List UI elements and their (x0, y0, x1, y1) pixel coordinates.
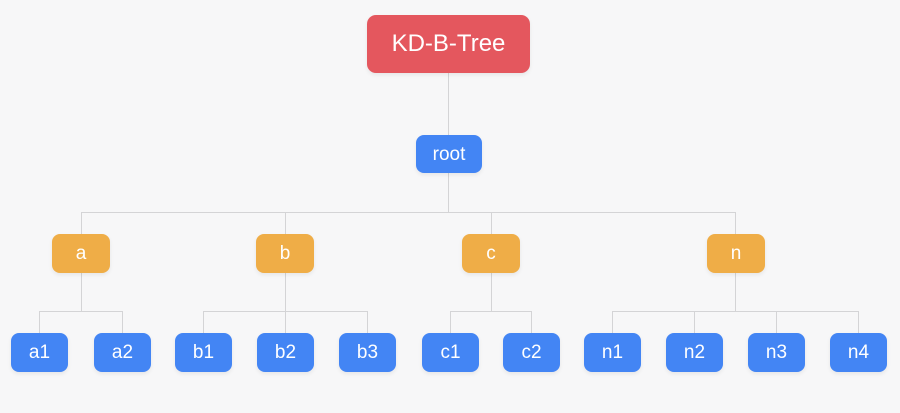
connector-drop-b2 (285, 311, 286, 333)
connector-c-rail (450, 311, 532, 312)
connector-root-stem (448, 173, 449, 212)
connector-drop-n4 (858, 311, 859, 333)
node-leaf-c1: c1 (422, 333, 479, 372)
node-c: c (462, 234, 520, 273)
connector-drop-a1 (39, 311, 40, 333)
node-leaf-c2: c2 (503, 333, 560, 372)
connector-drop-a (81, 212, 82, 234)
node-leaf-n2: n2 (666, 333, 723, 372)
node-leaf-n1: n1 (584, 333, 641, 372)
connector-drop-n (735, 212, 736, 234)
connector-drop-a2 (122, 311, 123, 333)
node-b: b (256, 234, 314, 273)
connector-drop-c2 (531, 311, 532, 333)
node-leaf-b3: b3 (339, 333, 396, 372)
connector-drop-b1 (203, 311, 204, 333)
connector-n-rail (612, 311, 859, 312)
node-n: n (707, 234, 765, 273)
connector-drop-c1 (450, 311, 451, 333)
connector-b-stem (285, 273, 286, 311)
connector-a-rail (39, 311, 123, 312)
node-a: a (52, 234, 110, 273)
node-leaf-a1: a1 (11, 333, 68, 372)
connector-title-to-root (448, 73, 449, 135)
node-kd-b-tree: KD-B-Tree (367, 15, 530, 73)
node-root: root (416, 135, 482, 173)
node-leaf-a2: a2 (94, 333, 151, 372)
connector-n-stem (735, 273, 736, 311)
connector-drop-b3 (367, 311, 368, 333)
node-leaf-n3: n3 (748, 333, 805, 372)
connector-branch-rail (81, 212, 736, 213)
connector-drop-b (285, 212, 286, 234)
connector-a-stem (81, 273, 82, 311)
node-leaf-b2: b2 (257, 333, 314, 372)
connector-c-stem (491, 273, 492, 311)
node-leaf-n4: n4 (830, 333, 887, 372)
connector-drop-n3 (776, 311, 777, 333)
connector-drop-n1 (612, 311, 613, 333)
connector-drop-c (491, 212, 492, 234)
connector-drop-n2 (694, 311, 695, 333)
node-leaf-b1: b1 (175, 333, 232, 372)
